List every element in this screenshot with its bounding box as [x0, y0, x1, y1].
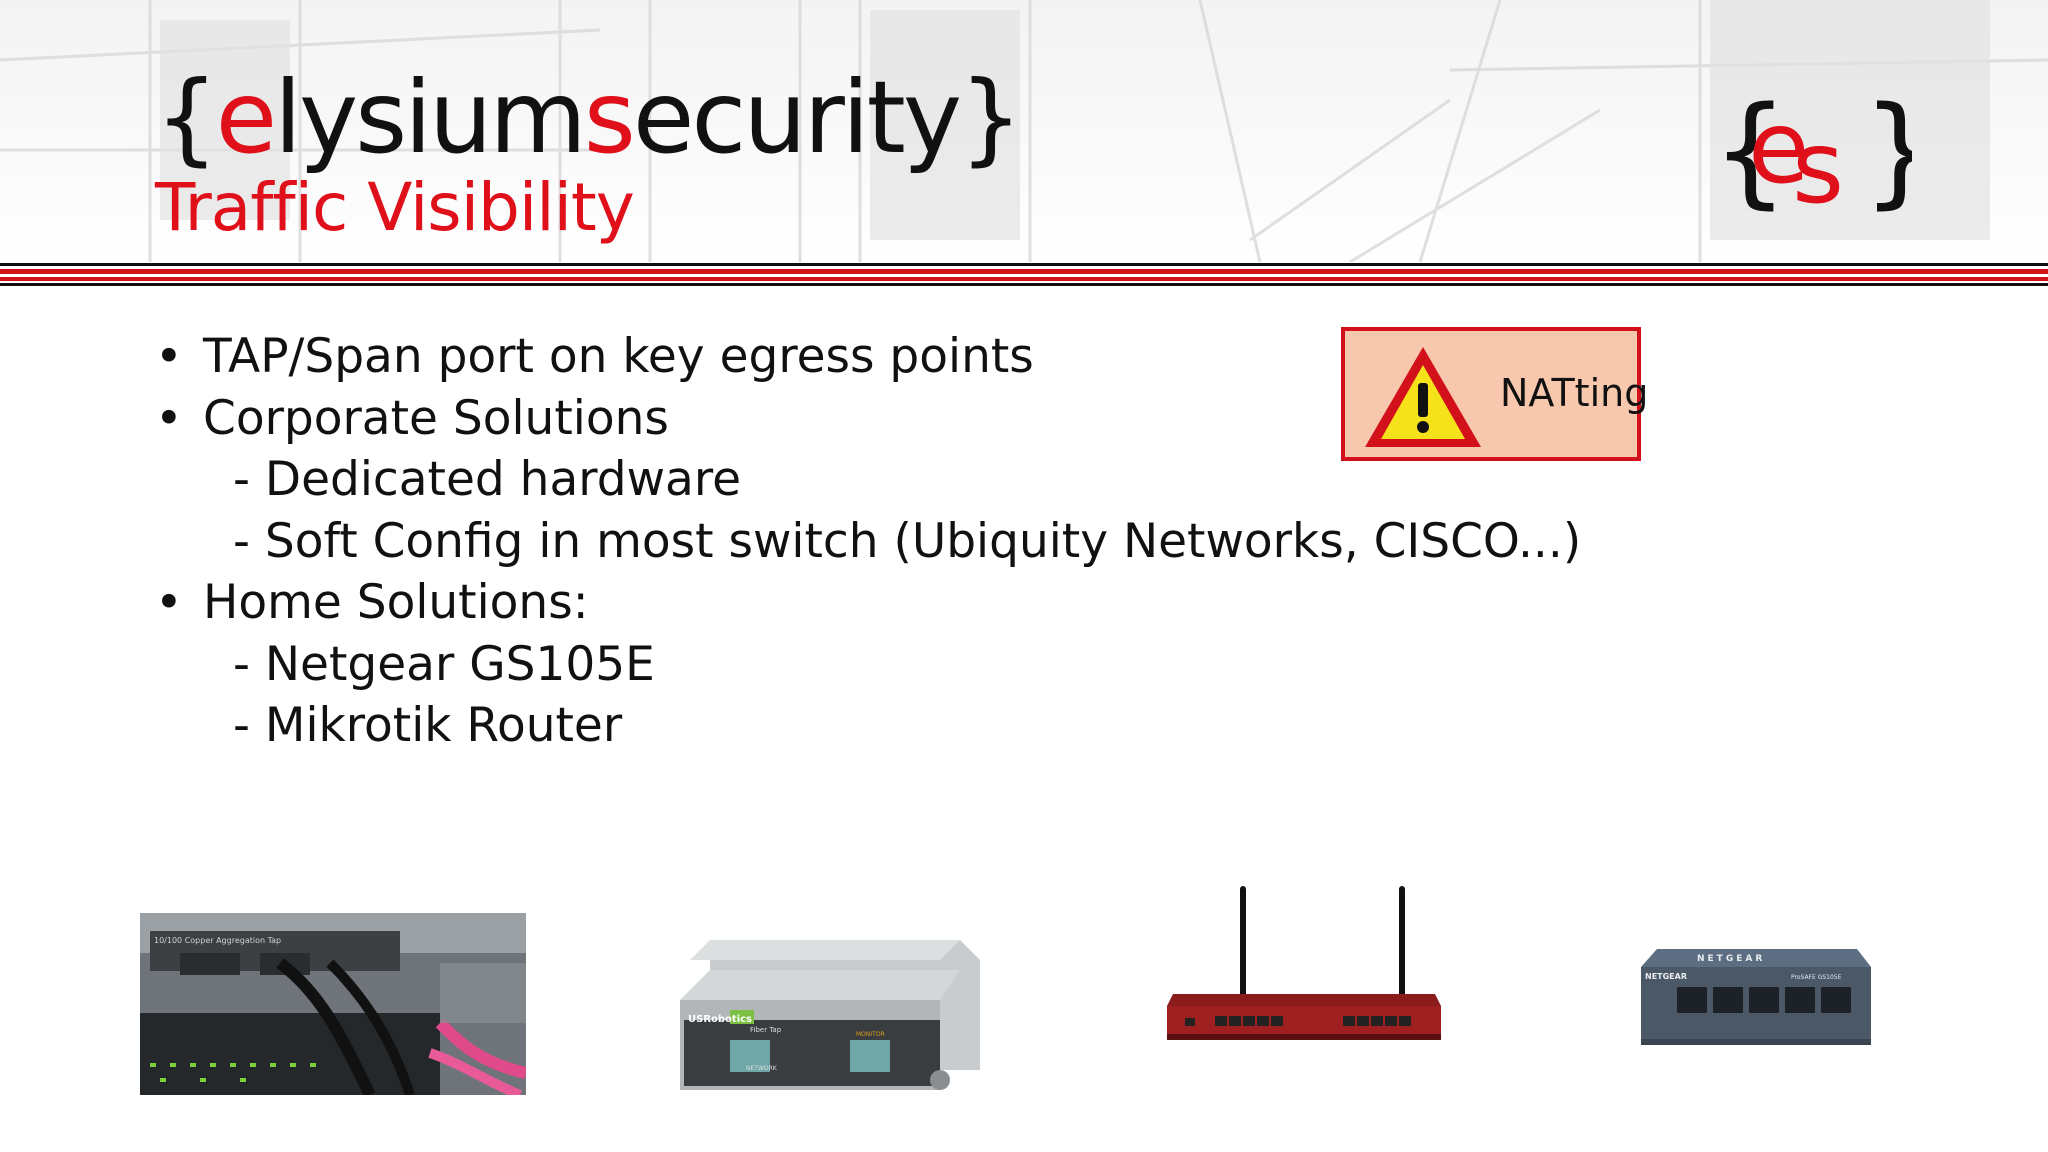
divider-black-bottom [0, 283, 2048, 286]
list-item: • TAP/Span port on key egress points [155, 326, 1581, 388]
warning-label: NATting [1500, 371, 1649, 415]
list-item-text: - Netgear GS105E [233, 636, 655, 692]
list-item-text: - Mikrotik Router [233, 698, 623, 753]
divider-red-2 [0, 277, 2048, 281]
slide-title: Traffic Visibility [155, 169, 635, 246]
svg-text:}: } [1862, 82, 1912, 221]
natting-warning-box: NATting [1341, 327, 1648, 461]
sub-list-item: - Soft Config in most switch (Ubiquity N… [155, 511, 1581, 573]
bullet-icon: • [155, 390, 183, 446]
netgear-top-label: NETGEAR [1697, 954, 1765, 964]
brand-text-lysium: lysium [274, 59, 587, 176]
fiber-monitor-label: MONITOR [856, 1031, 885, 1038]
list-item-text: Corporate Solutions [203, 390, 669, 446]
netgear-front-brand: NETGEAR [1645, 972, 1687, 981]
brand-text-ecurity: ecurity} [632, 59, 1023, 176]
bullet-list: • TAP/Span port on key egress points • Cor… [155, 326, 1581, 757]
sub-list-item: - Mikrotik Router [155, 695, 1581, 757]
list-item-text: - Soft Config in most switch (Ubiquity N… [233, 513, 1582, 569]
svg-text:{: { [1712, 82, 1788, 221]
fiber-tap-photo: USRobotics Fiber Tap NETWORK MONITOR [680, 940, 980, 1090]
svg-text:e: e [1748, 89, 1810, 206]
list-item-text: Home Solutions: [203, 575, 589, 630]
brand-letter-s: s [583, 59, 636, 176]
divider-black-top [0, 263, 2048, 266]
mikrotik-router-photo [1167, 886, 1441, 1040]
brand-letter-e: e [215, 59, 278, 176]
list-item-text: TAP/Span port on key egress points [203, 329, 1034, 384]
fiber-type-label: Fiber Tap [750, 1026, 782, 1034]
netgear-model-label: ProSAFE GS105E [1791, 974, 1842, 981]
es-logo-icon: { } e s [1712, 82, 1912, 226]
bullet-icon: • [155, 329, 183, 384]
list-item: • Home Solutions: [155, 572, 1581, 634]
fiber-network-label: NETWORK [746, 1065, 778, 1072]
divider-red-1 [0, 269, 2048, 274]
bullet-icon: • [155, 575, 183, 630]
sub-list-item: - Netgear GS105E [155, 634, 1581, 696]
list-item-text: - Dedicated hardware [233, 452, 742, 507]
tap-device-label: 10/100 Copper Aggregation Tap [154, 936, 281, 945]
brand-wordmark: {elysiumsecurity} [155, 59, 1023, 176]
fiber-brand-label: USRobotics [688, 1014, 752, 1025]
slide-header: {elysiumsecurity} Traffic Visibility { }… [0, 0, 2048, 262]
svg-text:s: s [1792, 109, 1844, 226]
warning-triangle-icon [1365, 347, 1481, 447]
list-item: • Corporate Solutions [155, 388, 1581, 450]
corridor-background [0, 0, 2048, 262]
copper-tap-photo: 10/100 Copper Aggregation Tap [140, 913, 526, 1095]
netgear-switch-photo: NETGEAR NETGEAR ProSAFE GS105E [1641, 949, 1871, 1045]
sub-list-item: - Dedicated hardware [155, 449, 1581, 511]
brand-open-brace: { [155, 59, 219, 176]
